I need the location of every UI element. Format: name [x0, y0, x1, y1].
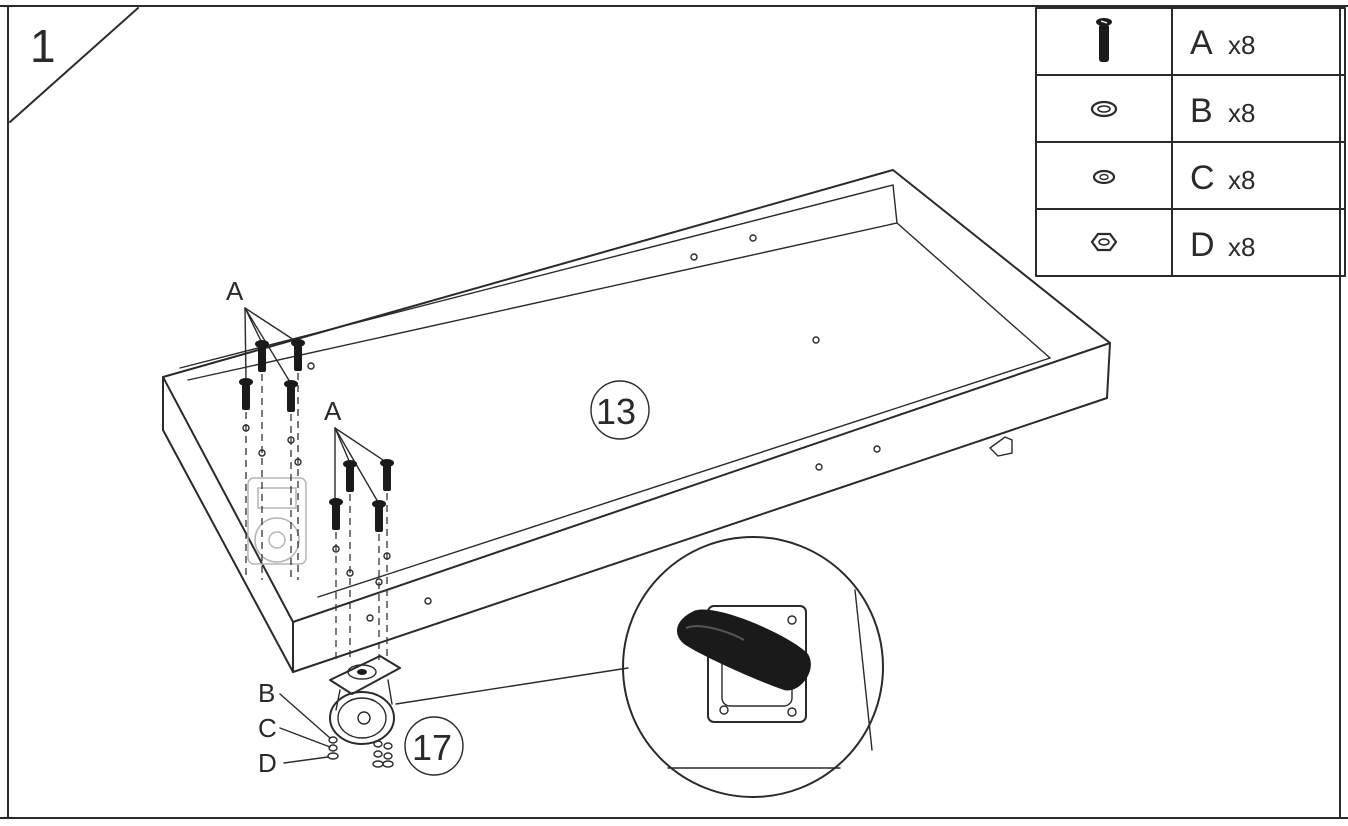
screw-icon: [380, 459, 394, 491]
hardware-table: A x8 B x8 C x8 D: [1035, 7, 1346, 277]
hardware-count: x8: [1228, 165, 1255, 195]
detail-view: [395, 536, 884, 798]
callout-c: C: [258, 713, 277, 743]
screw-icon: [284, 380, 298, 412]
caster-wheel-detail: [677, 609, 811, 691]
faded-caster: [247, 477, 307, 565]
hardware-letter: D: [1190, 226, 1215, 264]
callout-a-left: A: [226, 276, 244, 306]
part-number-17: 17: [412, 727, 452, 768]
page-frame: [0, 5, 1348, 819]
callout-a-right: A: [324, 396, 342, 426]
screw-icon: [329, 498, 343, 530]
screw-icon: [239, 378, 253, 410]
fastener-callouts: B C D: [258, 678, 331, 778]
spring-washer-icon: [1092, 169, 1116, 185]
screw-icon: [291, 339, 305, 371]
caster-wheel: 17: [327, 655, 464, 776]
nut-stack: [327, 736, 394, 768]
step-corner: 1: [9, 7, 139, 123]
hardware-row-d: D x8: [1090, 226, 1255, 264]
screw-group-right: A: [324, 396, 394, 660]
step-number: 1: [30, 20, 56, 72]
hardware-row-b: B x8: [1090, 92, 1255, 130]
hardware-letter: B: [1190, 92, 1213, 130]
callout-b: B: [258, 678, 275, 708]
tray-panel: 13: [162, 169, 1111, 673]
washer-icon: [1090, 100, 1118, 118]
screw-icon: [372, 500, 386, 532]
hardware-count: x8: [1228, 232, 1255, 262]
screw-icon: [1096, 18, 1112, 62]
part-number-13: 13: [596, 391, 636, 432]
hardware-letter: C: [1190, 159, 1215, 197]
hardware-letter: A: [1190, 24, 1213, 62]
screw-icon: [343, 460, 357, 492]
hardware-row-c: C x8: [1092, 159, 1255, 197]
hardware-row-a: A x8: [1096, 18, 1255, 62]
callout-d: D: [258, 748, 277, 778]
screw-icon: [255, 340, 269, 372]
screw-group-left: A: [226, 276, 305, 580]
hex-nut-icon: [1090, 232, 1118, 252]
hardware-count: x8: [1228, 30, 1255, 60]
hardware-count: x8: [1228, 98, 1255, 128]
